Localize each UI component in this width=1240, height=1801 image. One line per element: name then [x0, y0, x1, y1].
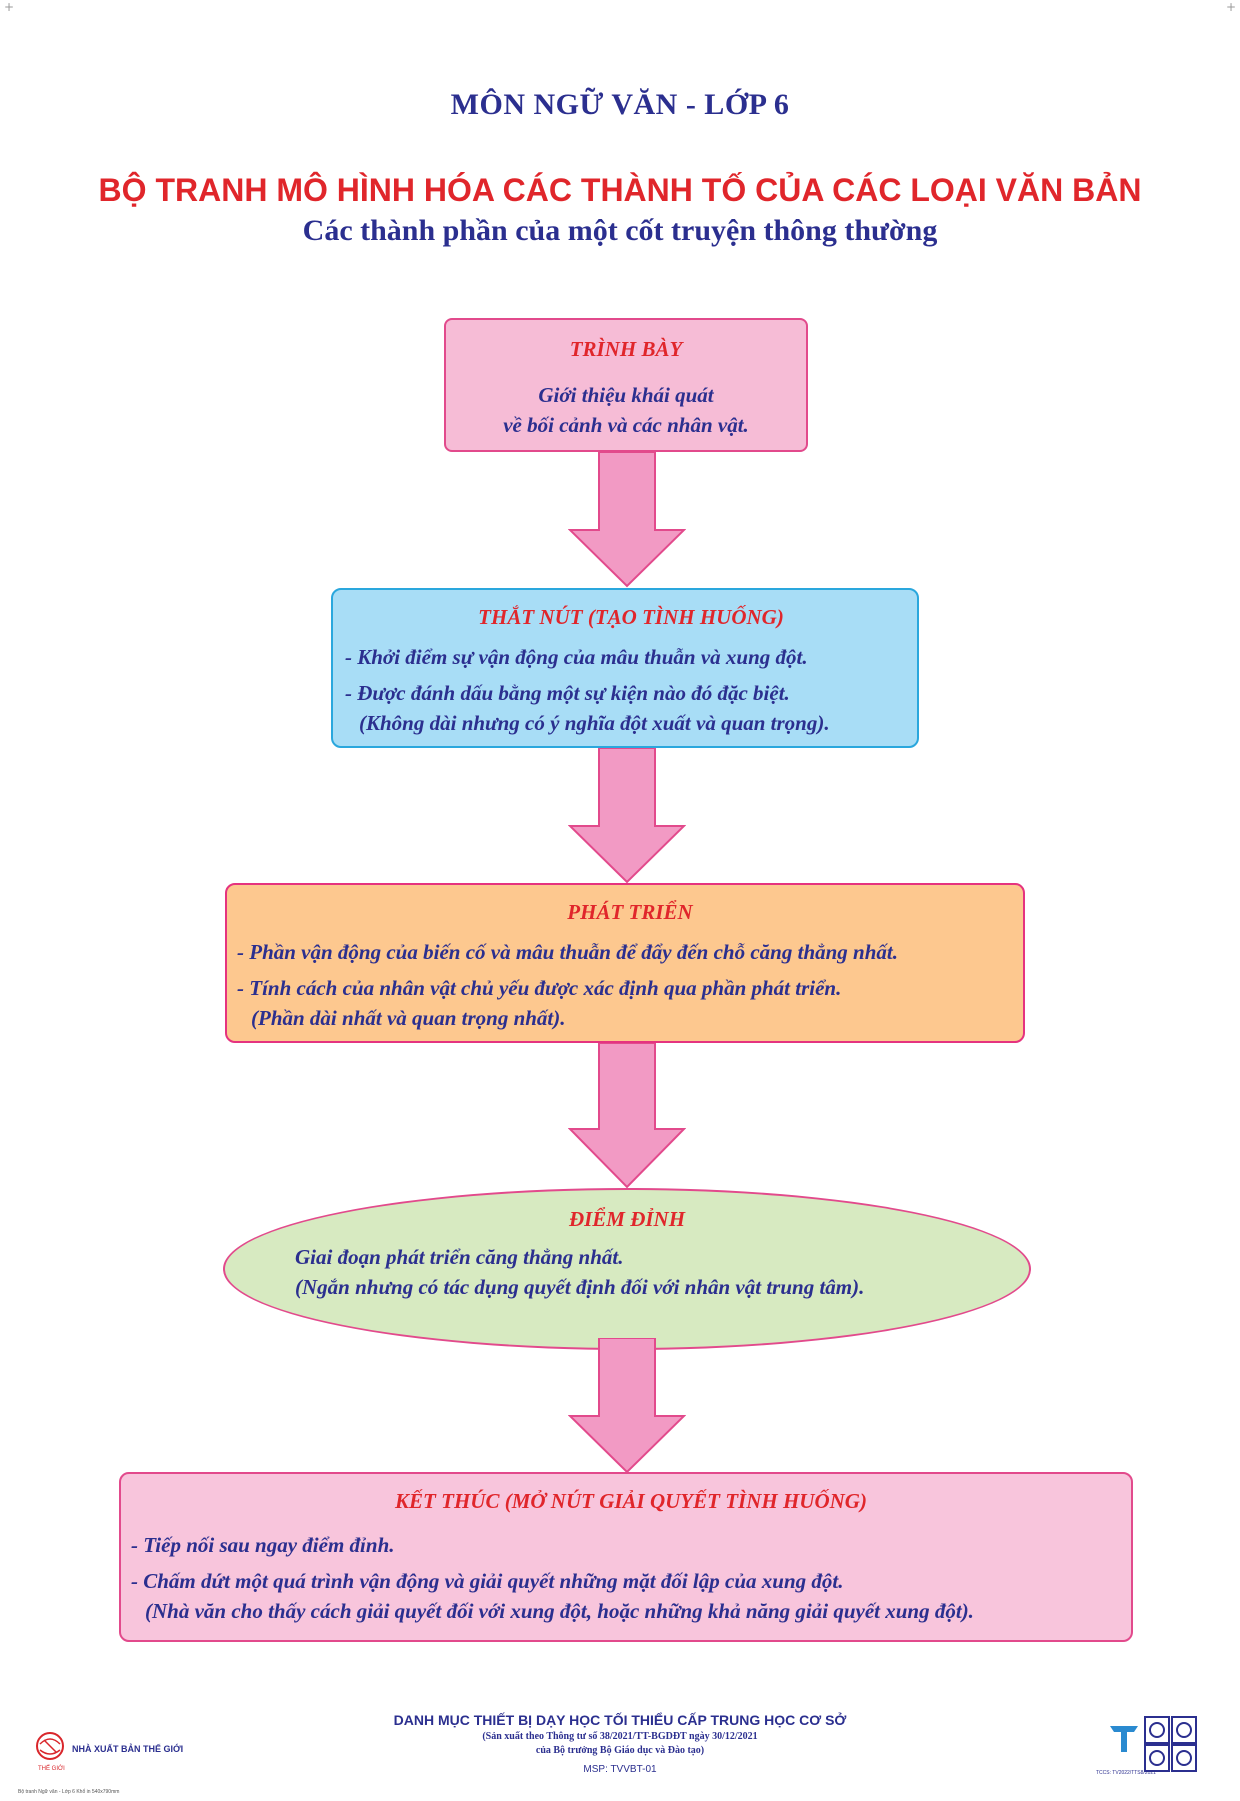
- stage-line: - Chấm dứt một quá trình vận động và giả…: [131, 1569, 844, 1593]
- stage-title: KẾT THÚC (MỞ NÚT GIẢI QUYẾT TÌNH HUỐNG): [395, 1489, 867, 1513]
- regulation-note: (Sản xuất theo Thông tư số 38/2021/TT-BG…: [482, 1731, 758, 1742]
- stage-title: PHÁT TRIỂN: [567, 900, 693, 924]
- stage-line: về bối cảnh và các nhân vật.: [503, 413, 749, 437]
- crop-mark: +: [1226, 0, 1237, 14]
- stage-box-exposition: TRÌNH BÀY Giới thiệu khái quát về bối cả…: [444, 318, 808, 452]
- stage-line: Giới thiệu khái quát: [538, 383, 714, 407]
- stage-box-development: PHÁT TRIỂN - Phần vận động của biến cố v…: [225, 883, 1025, 1043]
- ministry-note: của Bộ trưởng Bộ Giáo dục và Đào tạo): [535, 1745, 705, 1756]
- page-subtitle: Các thành phần của một cốt truyện thông …: [302, 214, 938, 247]
- publisher-name: NHÀ XUẤT BẢN THẾ GIỚI: [72, 1744, 184, 1754]
- stage-line: (Phần dài nhất và quan trọng nhất).: [251, 1006, 566, 1030]
- stage-line: Giai đoạn phát triển căng thẳng nhất.: [295, 1245, 624, 1269]
- stage-box-rising-conflict: THẮT NÚT (TẠO TÌNH HUỐNG) - Khởi điểm sự…: [331, 588, 919, 748]
- file-info: Bộ tranh Ngữ văn - Lớp 6 Khổ in 540x790m…: [18, 1789, 120, 1795]
- standard-code: TCCS: TV2022/TTS8/2021: [1096, 1770, 1156, 1776]
- stage-line: - Tiếp nối sau ngay điểm đỉnh.: [131, 1533, 395, 1557]
- stage-title: TRÌNH BÀY: [569, 337, 683, 361]
- product-code: MSP: TVVBT-01: [583, 1764, 657, 1775]
- down-arrow-icon: [568, 1043, 686, 1189]
- stage-line: (Ngắn nhưng có tác dụng quyết định đối v…: [295, 1275, 865, 1299]
- subject-heading: MÔN NGỮ VĂN - LỚP 6: [450, 88, 790, 121]
- stage-line: - Khởi điểm sự vận động của mâu thuẫn và…: [345, 645, 808, 669]
- company-logo-icon: [1110, 1726, 1138, 1752]
- certification-badges-icon: [1144, 1716, 1197, 1772]
- stage-title: ĐIỂM ĐỈNH: [568, 1207, 686, 1231]
- down-arrow-icon: [568, 452, 686, 588]
- stage-line: - Được đánh dấu bằng một sự kiện nào đó …: [345, 681, 790, 705]
- down-arrow-icon: [568, 748, 686, 884]
- stage-line: (Không dài nhưng có ý nghĩa đột xuất và …: [359, 711, 830, 735]
- publisher-brand: THẾ GIỚI: [38, 1766, 65, 1772]
- down-arrow-icon: [568, 1338, 686, 1474]
- publisher-logo-icon: [36, 1732, 64, 1760]
- stage-line: - Phần vận động của biến cố và mâu thuẫn…: [237, 940, 898, 964]
- stage-title: THẮT NÚT (TẠO TÌNH HUỐNG): [478, 605, 784, 629]
- crop-mark: +: [4, 0, 15, 14]
- stage-line: (Nhà văn cho thấy cách giải quyết đối vớ…: [145, 1599, 974, 1623]
- stage-ellipse-climax: ĐIỂM ĐỈNH Giai đoạn phát triển căng thẳn…: [223, 1188, 1031, 1350]
- stage-box-resolution: KẾT THÚC (MỞ NÚT GIẢI QUYẾT TÌNH HUỐNG) …: [119, 1472, 1133, 1642]
- page-title: BỘ TRANH MÔ HÌNH HÓA CÁC THÀNH TỐ CỦA CÁ…: [98, 172, 1142, 208]
- stage-line: - Tính cách của nhân vật chủ yếu được xá…: [237, 976, 842, 1000]
- catalog-heading: DANH MỤC THIẾT BỊ DẠY HỌC TỐI THIỂU CẤP …: [393, 1712, 847, 1728]
